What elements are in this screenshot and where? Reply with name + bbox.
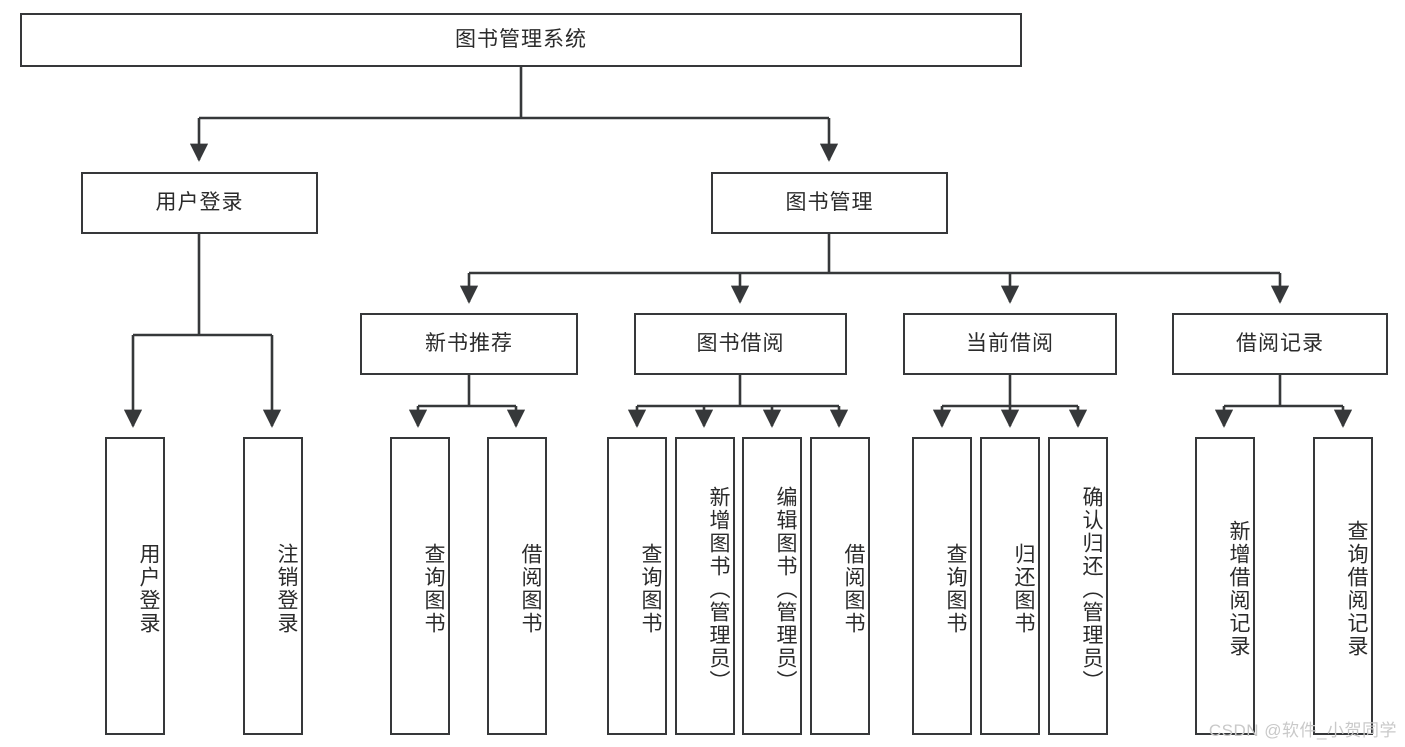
leaf-record-query[interactable]: 查询借阅记录 <box>1313 437 1373 735</box>
leaf-new-book-query[interactable]: 查询图书 <box>390 437 450 735</box>
leaf-current-confirm-return[interactable]: 确认归还（管理员） <box>1048 437 1108 735</box>
node-book-borrow[interactable]: 图书借阅 <box>634 313 847 375</box>
node-user-login[interactable]: 用户登录 <box>81 172 318 234</box>
node-current-borrow[interactable]: 当前借阅 <box>903 313 1117 375</box>
leaf-new-book-borrow[interactable]: 借阅图书 <box>487 437 547 735</box>
node-borrow-record[interactable]: 借阅记录 <box>1172 313 1388 375</box>
node-root-system[interactable]: 图书管理系统 <box>20 13 1022 67</box>
leaf-current-return[interactable]: 归还图书 <box>980 437 1040 735</box>
node-book-management[interactable]: 图书管理 <box>711 172 948 234</box>
node-new-book-recommend[interactable]: 新书推荐 <box>360 313 578 375</box>
leaf-borrow-query[interactable]: 查询图书 <box>607 437 667 735</box>
leaf-user-login-login[interactable]: 用户登录 <box>105 437 165 735</box>
leaf-borrow-borrow-book[interactable]: 借阅图书 <box>810 437 870 735</box>
leaf-record-add[interactable]: 新增借阅记录 <box>1195 437 1255 735</box>
leaf-borrow-edit-book[interactable]: 编辑图书（管理员） <box>742 437 802 735</box>
leaf-borrow-add-book[interactable]: 新增图书（管理员） <box>675 437 735 735</box>
leaf-current-query[interactable]: 查询图书 <box>912 437 972 735</box>
leaf-user-login-logout[interactable]: 注销登录 <box>243 437 303 735</box>
csdn-watermark: CSDN @软件_小贺同学 <box>1208 721 1397 740</box>
